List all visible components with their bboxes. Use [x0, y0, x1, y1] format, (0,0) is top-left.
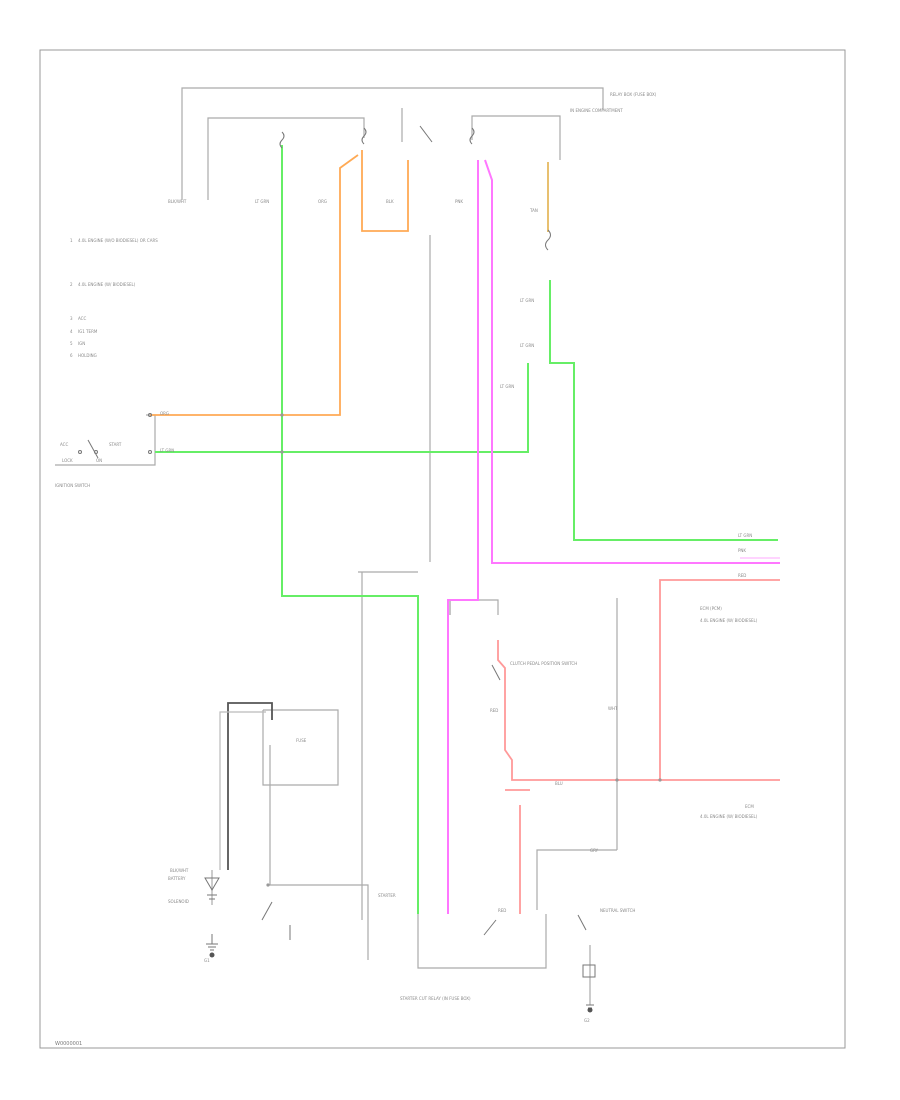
tag-blk-wht: BLK/WHT	[168, 199, 187, 204]
neutral-switch-label: NEUTRAL SWITCH	[600, 908, 635, 913]
wire-orange-ignition	[150, 154, 359, 416]
clutch-switch-label: CLUTCH PEDAL POSITION SWITCH	[510, 661, 577, 666]
tag-org-2: ORG	[160, 411, 169, 416]
wire-top-loop	[181, 87, 604, 200]
legend-text-3: ACC	[78, 316, 86, 321]
wire-pink-main	[447, 160, 479, 914]
legend-text-1: 4.0L ENGINE (W/O BIODIESEL) OR CARS	[78, 238, 158, 243]
right-label-3: ECM	[745, 804, 754, 809]
ignition-switch-blade	[87, 439, 99, 459]
wire-green-ignition	[155, 380, 529, 453]
legend-text-6: HOLDING	[78, 353, 97, 358]
top-right-label-1: RELAY BOX (FUSE BOX)	[610, 92, 657, 97]
ignition-lock-label: LOCK	[62, 458, 73, 463]
ground-left-symbol	[206, 934, 218, 951]
wire-tags: BLK/WHT LT GRN ORG BLK PNK TAN LT GRN LT…	[160, 199, 752, 913]
tag-org: ORG	[318, 199, 327, 204]
components	[78, 125, 596, 1009]
fuse-top-symbol-3	[469, 127, 475, 145]
legend-text-2: 4.0L ENGINE (W/ BIODIESEL)	[78, 282, 136, 287]
footer-code: W0000001	[55, 1041, 82, 1047]
wire-black-battery	[227, 702, 273, 870]
legend-text-5: IGN	[78, 341, 85, 346]
ignition-acc-label: ACC	[60, 442, 68, 447]
pink-wires	[447, 159, 780, 914]
tag-blu: BLU	[555, 781, 563, 786]
wire-green-main	[281, 145, 419, 914]
wire-orange-fuse-loop	[361, 150, 409, 232]
tag-lt-grn-6: LT GRN	[738, 533, 752, 538]
legend-text-4: IG1 TERM	[78, 329, 98, 334]
legend-num-6: 6	[70, 353, 73, 358]
wire-black-battery-2	[219, 711, 266, 870]
fuse-top-symbol-2	[361, 127, 367, 145]
gray-wires	[55, 87, 618, 1005]
relay-switch-blade-2	[483, 919, 497, 936]
tag-lt-grn-2: LT GRN	[520, 298, 534, 303]
legend-num-3: 3	[70, 316, 73, 321]
battery-label: BATTERY	[168, 876, 186, 881]
top-switch-blade	[419, 125, 433, 143]
starter-motor-label: STARTER	[378, 893, 396, 898]
right-label-1: ECM (PCM)	[700, 606, 722, 611]
ground-right-dot	[587, 1007, 593, 1013]
tag-red-2: RED	[490, 708, 498, 713]
wire-starter-relay-box	[417, 914, 547, 969]
tag-pnk-2: PNK	[738, 548, 746, 553]
right-label-2: 4.0L ENGINE (W/ BIODIESEL)	[700, 618, 758, 623]
ignition-on-label: ON	[96, 458, 102, 463]
wire-bottom-solenoid	[268, 884, 369, 960]
tag-lt-grn-1: LT GRN	[255, 199, 269, 204]
ignition-switch-contact-3	[148, 413, 152, 417]
legend-num-5: 5	[70, 341, 73, 346]
top-right-label-2: IN ENGINE COMPARTMENT	[570, 108, 623, 113]
diagram-frame	[39, 49, 846, 1049]
tag-wht: WHT	[608, 706, 618, 711]
junction-dots	[266, 413, 662, 887]
wire-pink-right	[484, 159, 780, 564]
red-wires	[497, 579, 780, 914]
clutch-switch-blade	[577, 914, 587, 931]
wire-right-gray-bottom	[536, 849, 617, 910]
tag-blk: BLK	[386, 199, 394, 204]
tag-red-3: RED	[498, 908, 506, 913]
fuse-right-symbol	[545, 229, 551, 251]
tag-blk-wht-2: BLK/WHT	[170, 868, 189, 873]
ignition-switch-contact-4	[148, 450, 152, 454]
right-label-4: 4.0L ENGINE (W/ BIODIESEL)	[700, 814, 758, 819]
tag-lt-grn-3: LT GRN	[520, 343, 534, 348]
fuse-top-symbol	[279, 131, 285, 149]
tag-red: RED	[738, 573, 746, 578]
tag-tan: TAN	[529, 208, 538, 213]
legend-num-4: 4	[70, 329, 73, 334]
wire-green-right	[549, 280, 778, 541]
ignition-switch-label: IGNITION SWITCH	[55, 483, 90, 488]
fuse-box-label: FUSE	[296, 738, 307, 743]
wire-red-vertical	[659, 579, 780, 780]
tag-lt-grn-4: LT GRN	[500, 384, 514, 389]
battery-symbol	[204, 877, 220, 900]
wire-fuse-box-left	[262, 709, 339, 786]
wire-red-main	[497, 640, 780, 781]
tag-gry: GRY	[590, 848, 599, 853]
legend-num-1: 1	[70, 238, 73, 243]
tag-pnk: PNK	[455, 199, 463, 204]
legend-num-2: 2	[70, 282, 73, 287]
legend: 1 4.0L ENGINE (W/O BIODIESEL) OR CARS 2 …	[70, 238, 158, 358]
neutral-switch-box	[582, 964, 596, 978]
solenoid-label: SOLENOID	[168, 899, 189, 904]
ignition-start-label: START	[109, 442, 122, 447]
ground-left-dot	[209, 952, 215, 958]
orange-wires	[150, 150, 409, 416]
green-wires	[155, 145, 778, 914]
relay-switch-blade-1	[491, 664, 501, 681]
tag-lt-grn-5: LT GRN	[160, 448, 174, 453]
ignition-switch-contact-1	[78, 450, 82, 454]
starter-relay-label: STARTER CUT RELAY (IN FUSE BOX)	[400, 996, 471, 1001]
ground-left-label: G1	[204, 958, 210, 963]
ground-right-label: G2	[584, 1018, 590, 1023]
bottom-left-switch-blade	[261, 901, 273, 921]
